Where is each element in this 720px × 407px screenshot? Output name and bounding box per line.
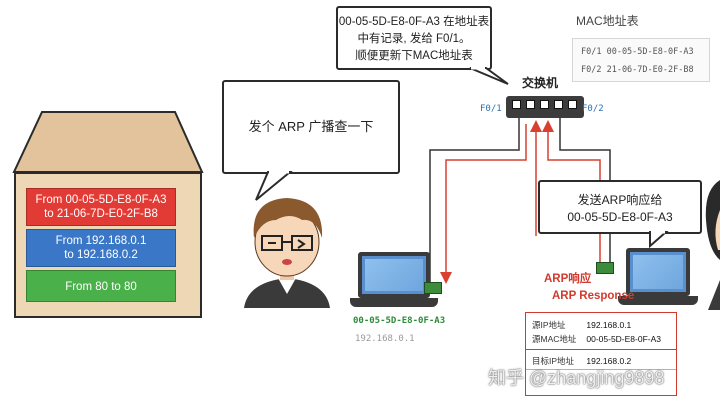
mac-table-title: MAC地址表 xyxy=(576,14,639,28)
broadcast-bubble: 发个 ARP 广播查一下 xyxy=(222,80,400,174)
switch-port-1 xyxy=(512,100,521,109)
arp-dst-ip-label: 目标IP地址 xyxy=(532,356,575,366)
switch-note-line1: 00-05-5D-E8-0F-A3 在地址表 xyxy=(338,16,490,28)
sender-mac-text: 00-05-5D-E8-0F-A3 xyxy=(353,316,446,326)
mac-header-strip: From 00-05-5D-E8-0F-A3 to 21-06-7D-E0-2F… xyxy=(26,188,176,226)
arp-src-mac-value: 00-05-5D-E8-0F-A3 xyxy=(586,334,662,344)
mac-table-row-1: F0/1 00-05-5D-E8-0F-A3 xyxy=(581,47,694,57)
reply-line2: 00-05-5D-E8-0F-A3 xyxy=(567,210,673,224)
switch-port-left-label: F0/1 xyxy=(480,104,502,114)
target-laptop-base xyxy=(618,296,698,305)
tcp-header-strip: From 80 to 80 xyxy=(26,270,176,302)
arp-dst-ip-value: 192.168.0.2 xyxy=(586,356,632,366)
arp-response-label-en: ARP Response xyxy=(552,290,635,302)
reply-line1: 发送ARP响应给 xyxy=(577,193,663,207)
switch-port-3 xyxy=(540,100,549,109)
arp-dst-ip-row: 目标IP地址 192.168.0.2 xyxy=(532,355,631,367)
target-laptop-screen xyxy=(626,248,690,296)
switch-port-4 xyxy=(554,100,563,109)
watermark: 知乎 @zhangjing9898 xyxy=(488,368,665,388)
switch-label: 交换机 xyxy=(522,76,559,90)
arp-table-divider-2 xyxy=(526,369,676,370)
sender-laptop-screen xyxy=(358,252,430,298)
person-character xyxy=(244,198,330,308)
arp-response-label-cn: ARP响应 xyxy=(544,273,592,285)
ip-header-strip: From 192.168.0.1 to 192.168.0.2 xyxy=(26,229,176,267)
switch-port-right-label: F0/2 xyxy=(582,104,604,114)
arp-table-divider xyxy=(526,349,676,350)
arp-src-ip-row: 源IP地址 192.168.0.1 xyxy=(532,319,631,331)
mac-header-line2: to 21-06-7D-E0-2F-B8 xyxy=(44,208,158,220)
mac-header-line1: From 00-05-5D-E8-0F-A3 xyxy=(35,194,167,206)
ip-header-line2: to 192.168.0.2 xyxy=(64,249,138,261)
arp-response-table: 源IP地址 192.168.0.1 源MAC地址 00-05-5D-E8-0F-… xyxy=(525,312,677,396)
arp-src-ip-value: 192.168.0.1 xyxy=(586,320,632,330)
switch-port-5 xyxy=(568,100,577,109)
switch-port-2 xyxy=(526,100,535,109)
target-person-partial xyxy=(705,180,720,310)
switch-device xyxy=(506,96,584,118)
switch-note-bubble: 00-05-5D-E8-0F-A3 在地址表 中有记录, 发给 F0/1。 顺便… xyxy=(336,6,492,70)
reply-bubble: 发送ARP响应给 00-05-5D-E8-0F-A3 xyxy=(538,180,702,234)
switch-note-line2: 中有记录, 发给 F0/1。 xyxy=(357,33,471,45)
sender-nic-icon xyxy=(424,282,442,294)
broadcast-bubble-text: 发个 ARP 广播查一下 xyxy=(248,119,374,134)
arp-src-mac-row: 源MAC地址 00-05-5D-E8-0F-A3 xyxy=(532,333,661,345)
sender-laptop-base xyxy=(350,298,438,307)
arp-src-mac-label: 源MAC地址 xyxy=(532,334,577,344)
mac-table-row-2: F0/2 21-06-7D-E0-2F-B8 xyxy=(581,65,694,75)
arp-src-ip-label: 源IP地址 xyxy=(532,320,566,330)
ip-header-line1: From 192.168.0.1 xyxy=(55,235,147,247)
switch-note-line3: 顺便更新下MAC地址表 xyxy=(355,50,473,62)
target-nic-icon xyxy=(596,262,614,274)
mac-table: F0/1 00-05-5D-E8-0F-A3 F0/2 21-06-7D-E0-… xyxy=(572,38,710,82)
sender-ip-text: 192.168.0.1 xyxy=(355,334,415,344)
